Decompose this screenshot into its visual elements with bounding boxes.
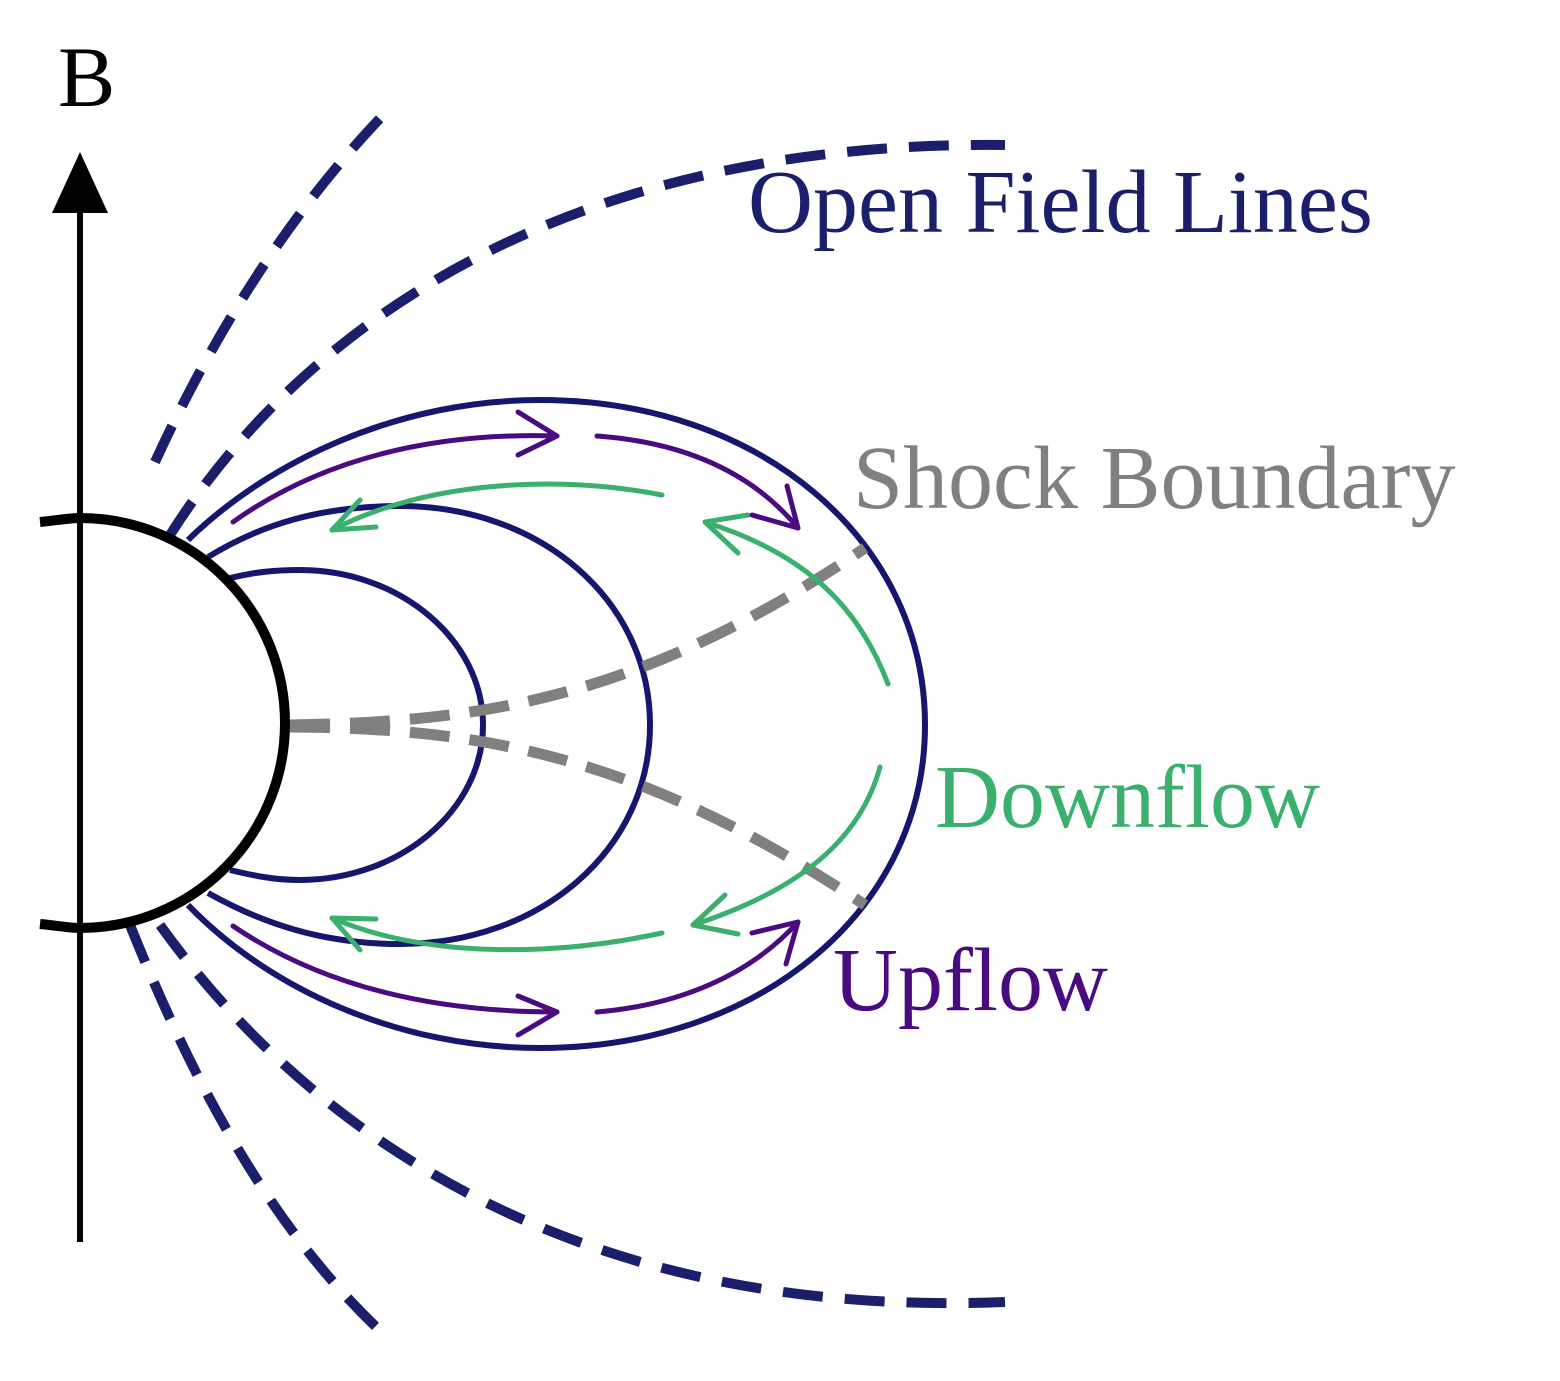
magnetic-axis bbox=[52, 152, 108, 1242]
open-field-line-upper-inner bbox=[150, 104, 394, 465]
shock-boundary-label: Shock Boundary bbox=[853, 429, 1455, 528]
downflow-arc-upper-right bbox=[702, 519, 891, 687]
upflow-arc-lower-left bbox=[230, 923, 560, 1015]
upflow-arc-upper-right bbox=[594, 433, 801, 531]
upflow-arrowhead bbox=[749, 483, 801, 531]
closed-loop-inner bbox=[229, 566, 487, 884]
closed-loop-outer bbox=[185, 396, 929, 1052]
open-field-lines-label: Open Field Lines bbox=[748, 153, 1373, 252]
downflow-arrows bbox=[329, 481, 891, 953]
closed-field-loops bbox=[185, 396, 929, 1052]
open-field-line-upper-outer bbox=[165, 139, 1006, 538]
downflow-arc-lower-right bbox=[690, 764, 883, 928]
downflow-arrowhead bbox=[329, 915, 379, 953]
open-field-line-lower-outer bbox=[155, 922, 1006, 1309]
star bbox=[39, 512, 290, 934]
star-surface bbox=[39, 512, 290, 934]
upflow-arrowhead bbox=[515, 993, 560, 1038]
open-field-lines bbox=[125, 104, 1006, 1344]
shock-boundary-upper bbox=[289, 543, 869, 731]
axis-arrowhead bbox=[52, 152, 108, 213]
downflow-label: Downflow bbox=[935, 748, 1320, 847]
open-field-line-lower-inner bbox=[125, 923, 394, 1344]
downflow-arrowhead bbox=[690, 892, 741, 937]
upflow-arrows bbox=[230, 409, 801, 1038]
shock-boundary-lower bbox=[289, 721, 869, 910]
downflow-arrowhead bbox=[329, 497, 379, 533]
shock-boundary bbox=[289, 543, 869, 910]
upflow-arrowhead bbox=[515, 409, 560, 458]
downflow-arrowhead bbox=[702, 512, 751, 556]
axis-label: B bbox=[58, 29, 115, 125]
upflow-arc-lower-right bbox=[594, 919, 801, 1015]
downflow-arc-lower-left bbox=[329, 915, 665, 953]
upflow-arrowhead bbox=[749, 919, 801, 967]
upflow-arc-upper-left bbox=[230, 433, 560, 525]
downflow-arc-upper-left bbox=[329, 481, 665, 533]
upflow-label: Upflow bbox=[833, 931, 1108, 1030]
closed-loop-middle bbox=[206, 502, 654, 948]
